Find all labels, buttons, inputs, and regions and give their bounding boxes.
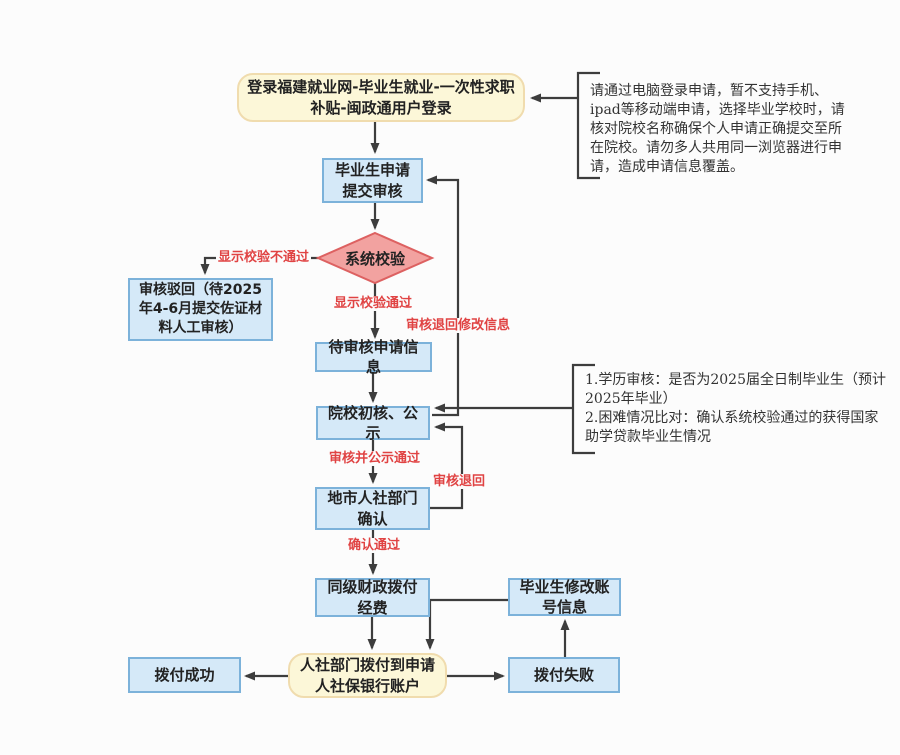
- node-pending-review: 待审核申请信息: [315, 338, 432, 376]
- edge-college-return-to-submit: [426, 175, 460, 417]
- node-payment-to-bank: 人社部门拨付到申请人社保银行账户: [288, 653, 447, 698]
- edge-city-return-to-college: [430, 422, 464, 510]
- node-modify-account: 毕业生修改账号信息: [508, 578, 621, 616]
- edge-label-check-pass: 显示校验通过: [332, 296, 415, 311]
- node-city-hr-confirm: 地市人社部门确认: [315, 487, 430, 530]
- edge-label-return-modify: 审核退回修改信息: [404, 318, 513, 333]
- node-finance-allocates: 同级财政拨付经费: [315, 578, 430, 617]
- node-payment-failed: 拨付失败: [508, 657, 620, 693]
- node-graduate-submit: 毕业生申请提交审核: [322, 158, 423, 203]
- edge-label-check-fail: 显示校验不通过: [216, 250, 312, 265]
- edge-label-confirm-pass: 确认通过: [346, 538, 403, 553]
- edge-label-college-pass: 审核并公示通过: [327, 451, 423, 466]
- node-college-review: 院校初核、公示: [316, 404, 430, 442]
- node-payment-success: 拨付成功: [128, 657, 241, 693]
- node-login-portal: 登录福建就业网-毕业生就业-一次性求职补贴-闽政通用户登录: [237, 73, 525, 122]
- edge-modify-to-pay: [425, 598, 508, 650]
- node-review-rejected: 审核驳回（待2025年4-6月提交佐证材料人工审核）: [128, 278, 273, 341]
- edge-label-return-college: 审核退回: [431, 474, 488, 489]
- note-college-review-criteria: 1.学历审核：是否为2025届全日制毕业生（预计 2025年毕业） 2.困难情况…: [585, 372, 886, 445]
- note2-bracket: [571, 363, 595, 455]
- node-system-check: 系统校验: [344, 249, 405, 268]
- note-login-instructions: 请通过电脑登录申请，暂不支持手机、 ipad等移动端申请，选择毕业学校时，请 核…: [590, 83, 845, 175]
- note1-bracket: [576, 71, 600, 180]
- decision-diamond-shape: [315, 231, 435, 285]
